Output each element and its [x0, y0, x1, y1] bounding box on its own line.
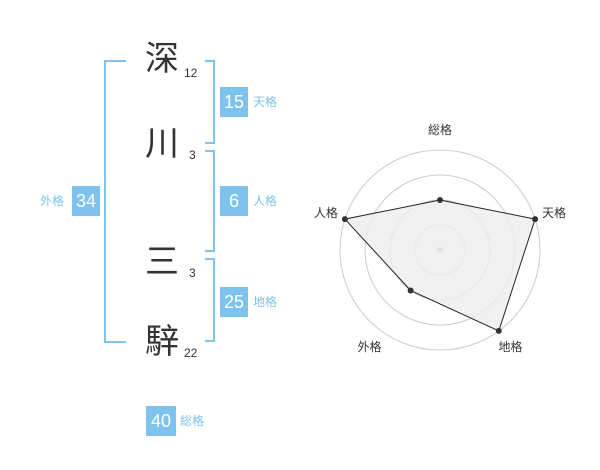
gaikaku-label: 外格 [40, 194, 65, 208]
jinkaku-value: 6 [220, 186, 248, 216]
radar-axis-label-2: 天格 [542, 205, 566, 220]
radar-axis-label-4: 外格 [357, 339, 381, 354]
radar-point-3 [495, 327, 502, 334]
radar-grid-ring-1 [339, 149, 541, 351]
jinkaku-label: 人格 [253, 194, 278, 208]
name-char-4-strokes: 22 [184, 346, 198, 360]
tenkaku-value: 15 [220, 87, 248, 117]
radar-point-5 [341, 216, 348, 223]
radar-point-1 [437, 197, 443, 203]
gaikaku-value: 34 [72, 186, 100, 216]
name-char-4: 騂 [145, 322, 179, 362]
radar-polygon [343, 199, 536, 332]
tenkaku-label: 天格 [253, 95, 278, 109]
name-char-3-strokes: 3 [189, 266, 196, 280]
jinkaku-bracket [205, 150, 215, 252]
name-char-2: 川 [145, 124, 179, 164]
radar-point-2 [532, 216, 539, 223]
chikaku-label: 地格 [253, 295, 278, 309]
chikaku-bracket [205, 258, 215, 342]
radar-axis-label-5: 人格 [314, 205, 338, 220]
tenkaku-bracket [205, 60, 215, 144]
name-char-2-strokes: 3 [189, 148, 196, 162]
radar-axis-label-3: 地格 [498, 339, 522, 354]
radar-point-4 [407, 287, 414, 294]
name-char-3: 三 [145, 242, 179, 282]
soukaku-value: 40 [146, 406, 176, 436]
radar-axis-label-1: 総格 [428, 122, 452, 137]
name-char-1-strokes: 12 [184, 66, 198, 80]
soukaku-label: 総格 [180, 414, 205, 428]
gaikaku-bracket [104, 60, 126, 343]
name-char-1: 深 [145, 39, 179, 79]
chikaku-value: 25 [220, 287, 248, 317]
